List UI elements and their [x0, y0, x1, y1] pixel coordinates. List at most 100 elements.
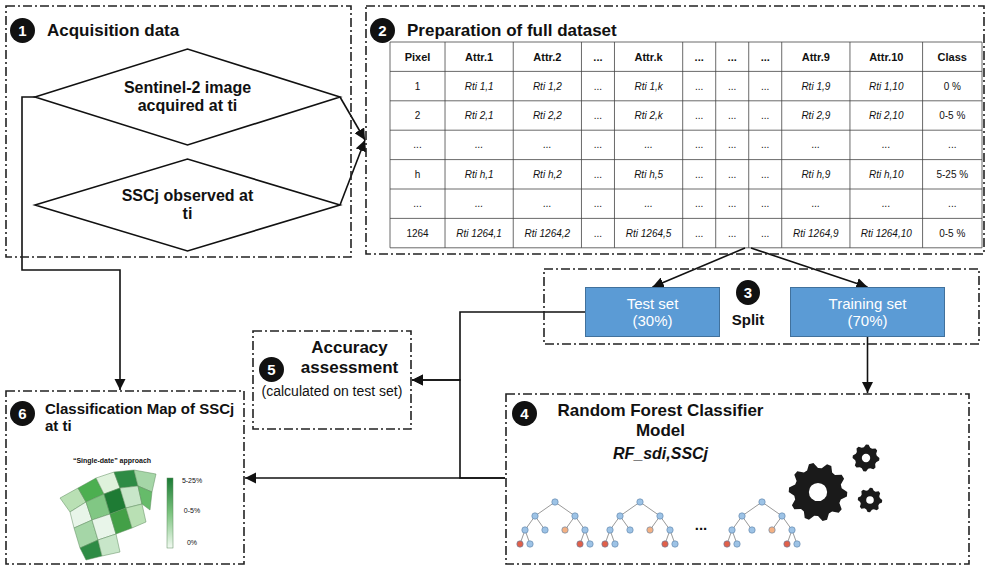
- table-cell: ...: [716, 218, 749, 247]
- table-cell: Attr.10: [850, 42, 923, 71]
- callout-number: 2: [370, 18, 395, 43]
- callout-text: 1: [18, 22, 26, 39]
- section-border: [366, 6, 984, 254]
- map-legend-label: 0-5%: [176, 506, 208, 516]
- table-cell: ...: [581, 101, 614, 130]
- table-cell: ...: [445, 189, 513, 218]
- tree-node: [794, 541, 800, 547]
- callout-text: 2: [378, 22, 386, 39]
- table-rule: [390, 42, 391, 248]
- section-frame: Random Forest Classifier ModelRF_sdi,SSC…: [505, 393, 970, 565]
- table-cell: Attr.9: [782, 42, 850, 71]
- tree-node: [522, 527, 528, 533]
- tree-node: [759, 499, 765, 505]
- tree-node: [627, 527, 633, 533]
- table-cell: ...: [614, 130, 682, 159]
- node-title: Sentinel-2 image acquired at ti: [113, 79, 263, 116]
- tree-node: [749, 527, 755, 533]
- table-cell: 1: [390, 71, 445, 100]
- tree-icon: [517, 499, 593, 547]
- map-parcel: [98, 534, 120, 556]
- connectors: [22, 97, 868, 478]
- map-legend-label: 0%: [176, 538, 208, 548]
- diamond-border: [35, 49, 340, 145]
- map-parcel: [114, 470, 138, 488]
- table-rule: [390, 42, 982, 43]
- table-cell: ...: [716, 101, 749, 130]
- table-cell: ...: [749, 42, 782, 71]
- section-border: [6, 6, 351, 257]
- table-cell: ...: [716, 160, 749, 189]
- table-cell: Rti h,1: [445, 160, 513, 189]
- table-cell: Attr.k: [614, 42, 682, 71]
- table-cell: 0 %: [923, 71, 982, 100]
- table-cell: Rti 1264,5: [614, 218, 682, 247]
- table-cell: ...: [749, 130, 782, 159]
- tree-node: [657, 513, 663, 519]
- tree-icon: [724, 499, 800, 547]
- input-diamond: Sentinel-2 image acquired at ti: [35, 48, 340, 146]
- table-cell: ...: [513, 130, 581, 159]
- callout-number: 3: [736, 280, 760, 305]
- table-cell: ...: [782, 189, 850, 218]
- table-rule: [445, 42, 446, 248]
- tree-branch: [555, 502, 575, 516]
- table-cell: Rti 1,2: [513, 71, 581, 100]
- gear-hole: [862, 454, 870, 462]
- table-cell: ...: [581, 71, 614, 100]
- table-cell: Rti 1,1: [445, 71, 513, 100]
- flow-arrow: [412, 312, 585, 380]
- gear-icon: [789, 445, 882, 521]
- tree-node: [572, 513, 578, 519]
- table-cell: ...: [683, 218, 716, 247]
- table-cell: Attr.2: [513, 42, 581, 71]
- table-cell: ...: [445, 130, 513, 159]
- node-title: SSCj observed at ti: [118, 187, 258, 224]
- table-cell: Rti 2,10: [850, 101, 923, 130]
- section-frame: Preparation of full dataset2: [365, 5, 985, 255]
- table-cell: ...: [683, 71, 716, 100]
- table-cell: ...: [581, 130, 614, 159]
- table-rule: [390, 218, 982, 219]
- flow-arrow: [340, 97, 365, 140]
- table-cell: ...: [683, 101, 716, 130]
- section-border: [506, 394, 969, 564]
- table-rule: [513, 42, 514, 248]
- tree-node: [637, 499, 643, 505]
- table-rule: [849, 42, 850, 248]
- node-title: Acquisition data: [47, 21, 337, 41]
- table-cell: ...: [749, 71, 782, 100]
- table-rule: [781, 42, 782, 248]
- table-cell: ...: [850, 130, 923, 159]
- tree-node: [587, 541, 593, 547]
- callout-number: 6: [10, 401, 35, 426]
- table-grid: [390, 42, 982, 248]
- table-rule: [922, 42, 923, 248]
- table-cell: 5-25 %: [923, 160, 982, 189]
- table-cell: Attr.1: [445, 42, 513, 71]
- table-cell: ...: [581, 42, 614, 71]
- tree-node: [517, 541, 523, 547]
- tree-node: [672, 541, 678, 547]
- decision-trees: [517, 499, 800, 547]
- callout-text: 6: [18, 405, 26, 422]
- table-cell: ...: [683, 130, 716, 159]
- table-cell: ...: [614, 189, 682, 218]
- table-cell: ...: [683, 160, 716, 189]
- table-cell: ...: [581, 160, 614, 189]
- map-parcel: [126, 504, 146, 528]
- tree-node: [612, 541, 618, 547]
- node-title: Split: [723, 311, 773, 328]
- dashdot-outline: [365, 5, 985, 255]
- node-title: Classification Map of SSCj at ti: [45, 400, 240, 435]
- table-cell: 2: [390, 101, 445, 130]
- table-cell: Rti 2,9: [782, 101, 850, 130]
- callout-number: 4: [512, 401, 537, 426]
- gear: [789, 463, 848, 521]
- gear: [853, 445, 880, 472]
- table-cell: Rti 1,10: [850, 71, 923, 100]
- map-title: “Single-date” approach: [56, 455, 168, 466]
- table-rule: [748, 42, 749, 248]
